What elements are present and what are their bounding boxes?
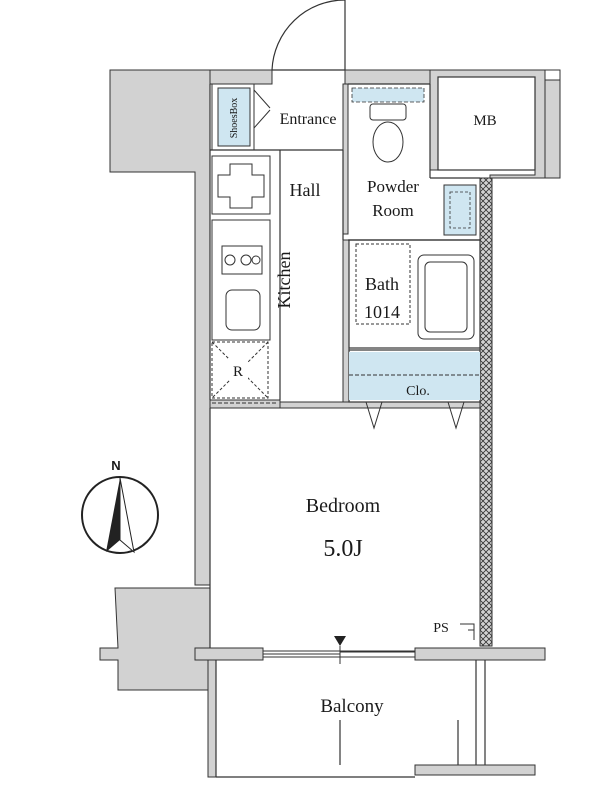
balcony-label: Balcony	[320, 696, 384, 717]
bedroom-size-label: 5.0J	[323, 536, 362, 562]
shoes-box-fill	[217, 87, 251, 147]
compass-circle	[81, 476, 159, 554]
shoes-box-frame	[211, 83, 255, 151]
ps-symbol	[460, 623, 475, 640]
balcony-rail-base	[414, 764, 536, 776]
entry-marker	[334, 636, 346, 646]
compass-needle	[106, 478, 120, 552]
kitchen-fixtures	[211, 155, 278, 404]
bath-fixtures	[355, 243, 475, 340]
kitchen-label: Kitchen	[274, 252, 294, 309]
wall-kitchen-bedroom	[209, 399, 281, 409]
closet-label: Clo.	[406, 384, 430, 399]
closet-doors	[365, 401, 465, 430]
cooktop-cross-shape	[217, 163, 265, 209]
balcony-left-wall	[207, 654, 217, 778]
closet-fill	[349, 352, 480, 400]
wall-powder-top	[342, 83, 349, 235]
mb-label: MB	[473, 113, 496, 129]
window-wall-right	[414, 647, 546, 661]
left-lower-wall-mass	[99, 587, 211, 691]
room-label: Room	[372, 201, 414, 220]
wall-hall-bath	[342, 239, 350, 406]
toilet	[369, 103, 407, 163]
ps-label: PS	[433, 621, 449, 636]
shoes-box-doors	[253, 89, 271, 129]
fridge-label-bg	[228, 358, 248, 380]
window	[263, 650, 415, 658]
top-wall-left	[209, 69, 273, 85]
entrance-door	[271, 0, 346, 71]
right-wall-upper	[544, 79, 561, 179]
hatched-wall	[479, 177, 493, 647]
compass	[81, 476, 159, 554]
powder-blue-strip	[351, 87, 425, 103]
bedroom-label: Bedroom	[306, 495, 381, 517]
shoes-box-label: ShoesBox	[229, 98, 240, 139]
window-wall-left	[194, 647, 264, 661]
bath-size-label: 1014	[364, 302, 400, 322]
hall-label: Hall	[290, 180, 321, 200]
powder-label: Powder	[367, 177, 419, 196]
powder-sink	[443, 184, 477, 236]
powder-sink-basin	[449, 191, 471, 229]
compass-north-label: N	[111, 458, 120, 473]
bath-label: Bath	[365, 274, 399, 294]
fridge-label: R	[233, 364, 243, 380]
top-wall-right	[344, 69, 431, 85]
entrance-label: Entrance	[280, 111, 337, 128]
